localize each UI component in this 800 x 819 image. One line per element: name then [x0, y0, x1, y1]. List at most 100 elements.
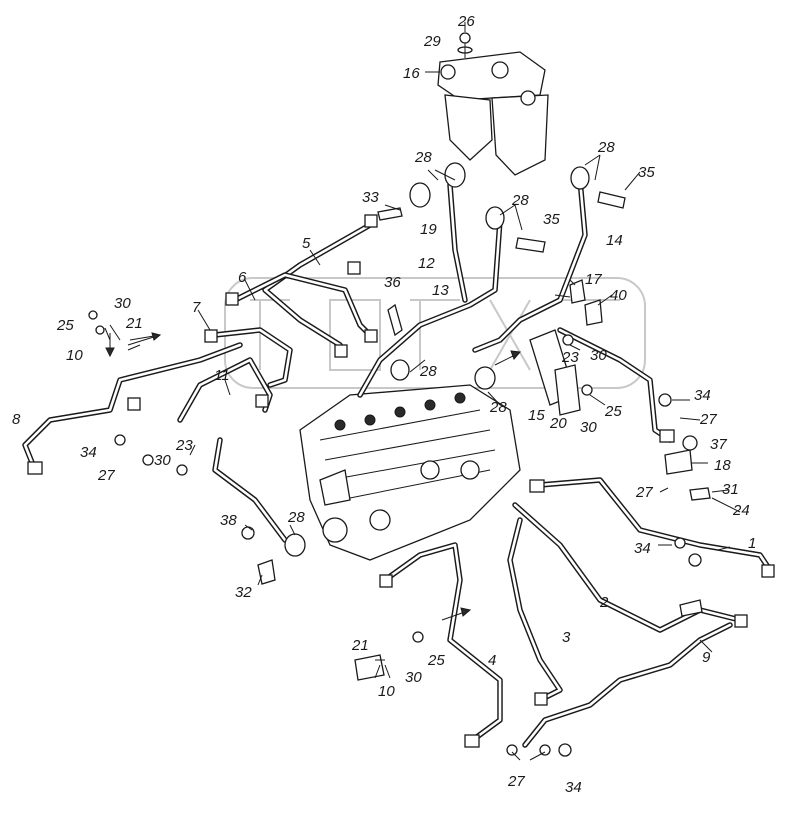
pipe-7	[212, 327, 293, 388]
callout-number: 27	[507, 773, 525, 790]
callout-number: 16	[403, 65, 420, 82]
nut	[127, 397, 141, 411]
nut	[761, 564, 775, 578]
callout-number: 28	[414, 149, 432, 166]
banjo	[485, 206, 505, 230]
callout-number: 27	[699, 411, 717, 428]
callout-number: 28	[511, 192, 529, 209]
banjo	[390, 359, 410, 381]
washer	[142, 454, 154, 466]
nut	[255, 394, 269, 408]
callout-number: 36	[384, 274, 401, 291]
valve-33	[377, 207, 403, 221]
clamp-10	[95, 325, 105, 335]
bracket-20	[554, 364, 581, 416]
callout-number: 37	[710, 436, 727, 453]
block-18	[664, 449, 693, 475]
callout-number: 32	[235, 584, 252, 601]
callout-number: 9	[702, 649, 711, 666]
callout-number: 30	[405, 669, 422, 686]
callout-number: 33	[362, 189, 379, 206]
callout-number: 8	[12, 411, 21, 428]
washer	[506, 744, 518, 756]
pipe-14	[472, 177, 588, 353]
plug-32	[257, 559, 276, 585]
bolt-34	[114, 434, 126, 446]
nut	[734, 614, 748, 628]
callout-number: 27	[97, 467, 115, 484]
bolt-34	[558, 743, 572, 757]
bolt-34	[658, 393, 672, 407]
callout-number: 34	[565, 779, 582, 796]
callout-number: 24	[732, 502, 750, 519]
pipe-5	[262, 222, 373, 348]
direction-arrows	[105, 332, 521, 621]
washer	[412, 631, 424, 643]
nut	[334, 344, 348, 358]
callout-number: 20	[549, 415, 567, 432]
callout-number: 28	[287, 509, 305, 526]
pipe-12	[447, 182, 468, 303]
callout-number: 30	[114, 295, 131, 312]
callout-number: 30	[154, 452, 171, 469]
callout-number: 28	[419, 363, 437, 380]
callout-number: 15	[528, 407, 545, 424]
plug-36	[387, 303, 403, 337]
washer	[176, 464, 188, 476]
nut	[204, 329, 218, 343]
pipe-1	[537, 477, 773, 573]
callout-numbers: 1 2 3 4 5 6 7 8 9 10 10 11 12 13 14 15 1…	[12, 13, 756, 796]
nut	[379, 574, 393, 588]
callout-number: 7	[192, 299, 201, 316]
fuel-pipes	[22, 177, 773, 748]
callout-number: 23	[175, 437, 193, 454]
callout-number: 2	[599, 594, 609, 611]
callout-number: 21	[125, 315, 143, 332]
bolt-34	[674, 537, 686, 549]
callout-number: 25	[427, 652, 445, 669]
pipe-6	[232, 272, 373, 338]
callout-number: 26	[457, 13, 475, 30]
pipe-2	[512, 502, 743, 633]
bracket-17	[569, 279, 586, 304]
nut	[364, 329, 378, 343]
callout-number: 5	[302, 235, 311, 252]
callout-number: 6	[238, 269, 247, 286]
callout-number: 17	[585, 271, 602, 288]
return-pipe	[212, 437, 288, 543]
banjo	[570, 166, 590, 190]
nut	[534, 692, 548, 706]
banjo	[474, 366, 496, 390]
callout-number: 25	[56, 317, 74, 334]
pipe-8	[22, 342, 243, 473]
callout-number: 4	[488, 652, 496, 669]
bracket-40	[584, 299, 603, 326]
callout-number: 14	[606, 232, 623, 249]
nut	[347, 261, 361, 275]
callout-number: 11	[214, 367, 230, 384]
fittings	[27, 162, 775, 757]
callout-number: 34	[80, 444, 97, 461]
callout-number: 34	[634, 540, 651, 557]
callout-number: 30	[590, 347, 607, 364]
callout-number: 28	[489, 399, 507, 416]
callout-number: 1	[748, 535, 756, 552]
callout-number: 35	[543, 211, 560, 228]
nut	[529, 479, 545, 493]
callout-number: 34	[694, 387, 711, 404]
callout-number: 40	[610, 287, 627, 304]
nut-37	[682, 435, 698, 451]
pipe-3	[507, 517, 563, 703]
part-38	[241, 526, 255, 540]
bolt-35	[515, 237, 546, 253]
callout-number: 10	[378, 683, 395, 700]
injection-pump-block	[299, 384, 521, 561]
callout-number: 29	[423, 33, 441, 50]
fuel-filter-assembly	[437, 32, 549, 176]
callout-number: 28	[597, 139, 615, 156]
callout-number: 19	[420, 221, 437, 238]
nut	[659, 429, 675, 443]
banjo	[444, 162, 466, 188]
bolt-35	[597, 191, 626, 209]
